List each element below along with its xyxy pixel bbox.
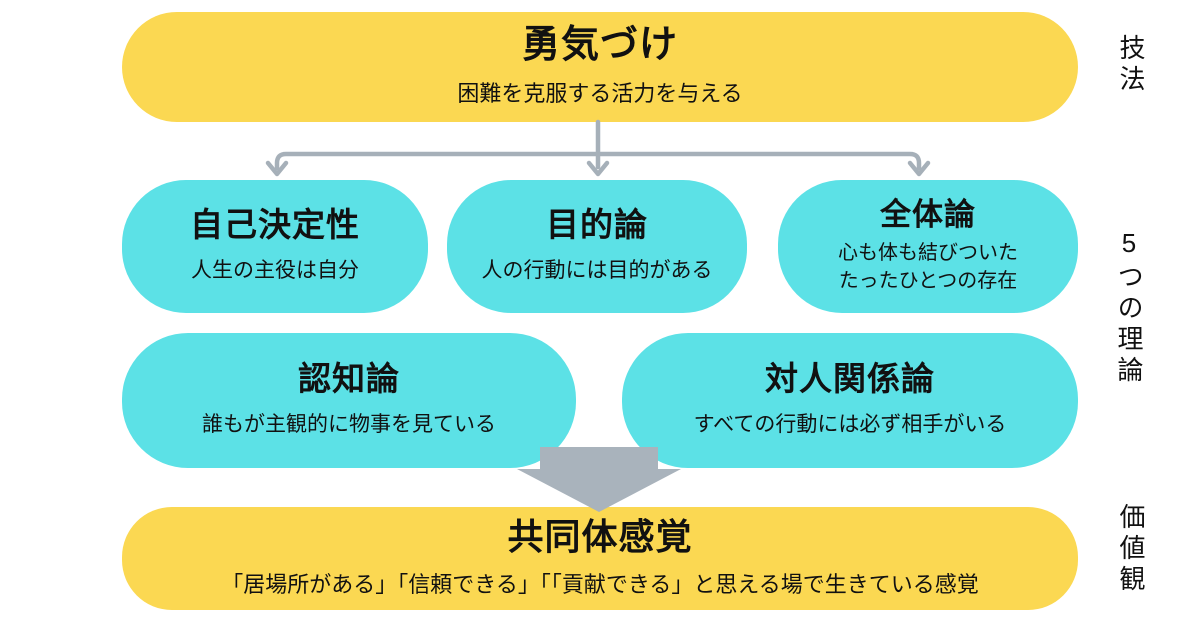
theory-box-holism: 全体論 心も体も結びついた たったひとつの存在 [778,180,1078,313]
community-feeling-box: 共同体感覚 「居場所がある」「信頼できる」「「貢献できる」と思える場で生きている… [122,507,1078,610]
branch-down-arrows-icon [265,119,931,177]
theory-title: 全体論 [880,197,976,233]
theory-subtitle: 心も体も結びついた たったひとつの存在 [838,239,1018,296]
side-label-five-theories: 5つの理論 [1114,228,1144,387]
encouragement-box: 勇気づけ 困難を克服する活力を与える [122,12,1078,122]
theory-subtitle: 誰もが主観的に物事を見ている [202,413,496,437]
theory-title: 目的論 [546,206,648,244]
theory-subtitle: 人の行動には目的がある [481,259,713,283]
theory-subtitle: 人生の主役は自分 [191,259,359,283]
community-feeling-subtitle: 「居場所がある」「信頼できる」「「貢献できる」と思える場で生きている感覚 [221,572,979,598]
side-label-values: 価値観 [1116,503,1146,596]
theory-subtitle-line2: たったひとつの存在 [838,270,1018,293]
theory-box-cognition: 認知論 誰もが主観的に物事を見ている [122,333,576,468]
theory-box-interpersonal: 対人関係論 すべての行動には必ず相手がいる [622,333,1078,468]
theory-subtitle: すべての行動には必ず相手がいる [693,413,1007,437]
theory-title: 対人関係論 [765,360,935,398]
encouragement-subtitle: 困難を克服する活力を与える [457,80,743,106]
community-feeling-title: 共同体感覚 [507,515,693,557]
encouragement-title: 勇気づけ [521,24,678,67]
theory-box-teleology: 目的論 人の行動には目的がある [447,180,747,313]
theory-title: 自己決定性 [190,206,360,244]
theory-box-self-determination: 自己決定性 人生の主役は自分 [122,180,428,313]
theory-title: 認知論 [298,360,400,398]
theory-subtitle-line1: 心も体も結びついた [838,241,1018,264]
side-label-technique: 技法 [1116,34,1146,96]
